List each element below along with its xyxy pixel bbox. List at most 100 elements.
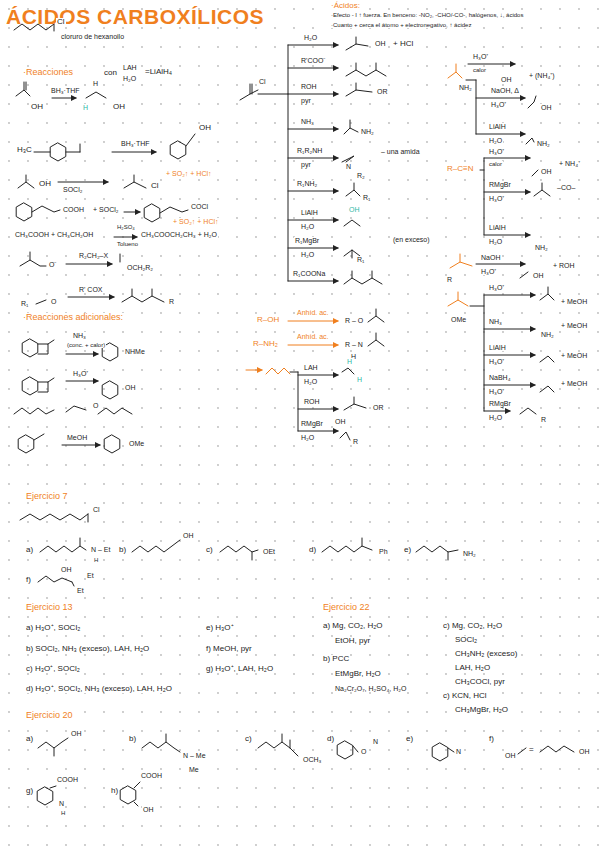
note-text: Cl (56, 18, 66, 26)
section-heading: Anhíd. ac. (296, 309, 330, 316)
note-text: OH (348, 206, 361, 213)
note-text: OH (532, 272, 545, 279)
note-text: O (92, 402, 99, 409)
note-text: H₃O⁺ (488, 195, 505, 202)
section-heading: ·Reacciones (22, 68, 74, 77)
note-text: OH (182, 532, 195, 539)
note-text: d) (308, 546, 317, 554)
note-text: H₂O (122, 75, 137, 82)
note-text: EtOH, pyr (334, 637, 371, 645)
note-text: O (50, 298, 57, 305)
note-text: R – N (344, 341, 364, 348)
note-text: + MeOH (560, 380, 588, 387)
note-text: OH (504, 752, 517, 759)
section-heading: Ejercicio 7 (25, 492, 69, 501)
note-text: OH (142, 806, 155, 813)
note-text: e) H₃O⁺ (205, 624, 235, 632)
note-text: g) H₃O⁺, LAH, H₂O (205, 665, 274, 673)
note-text: LAH (303, 364, 319, 371)
section-heading: Ejercicio 22 (322, 603, 371, 612)
note-text: f) (25, 576, 32, 584)
note-text: R₂CH₂–X (78, 252, 109, 259)
note-text: d) H₃O⁺, SOCl₂, NH₃ (exceso), LAH, H₂O (25, 685, 173, 693)
note-text: R (352, 438, 359, 445)
note-text: COOH (56, 776, 79, 783)
note-text: NH₂ (360, 128, 375, 135)
note-text: BH₃·THF (50, 87, 81, 94)
note-text: H₃O⁺ (72, 370, 89, 377)
note-text: OH (70, 730, 83, 737)
note-text: H₂O (300, 223, 315, 230)
note-text: H₂O (488, 137, 503, 144)
note-text: OEt (262, 548, 276, 555)
note-text: OR (376, 88, 389, 95)
note-text: R₁ (356, 256, 365, 263)
note-text: R₁COONa (292, 270, 326, 277)
section-heading: R–OH (256, 316, 280, 324)
note-text: OH (112, 103, 126, 111)
note-text: H₂O (300, 251, 315, 258)
note-text: NH₃ (488, 318, 503, 325)
note-text: c) KCN, HCl (442, 692, 488, 700)
note-text: H₂O (488, 238, 503, 245)
note-text: calor (472, 67, 487, 73)
note-text: NaBH₄ (488, 374, 512, 381)
note-text: H₃O⁺ (490, 101, 507, 108)
note-text: R'COO⁻ (300, 57, 326, 64)
note-text: R₁NH₂ (296, 180, 318, 187)
note-text: LiAlH (488, 224, 507, 231)
note-text: EtMgBr, H₂O (334, 670, 382, 678)
note-text: =LiAlH₄ (144, 68, 173, 76)
note-text: NH₂ (462, 550, 477, 557)
note-text: (conc. + calor) (66, 342, 106, 348)
note-text: MeOH (66, 434, 88, 441)
note-text: OH (374, 40, 387, 47)
note-text: LAH (122, 64, 138, 71)
note-text: H₃O⁺ (480, 268, 497, 275)
note-text: R' COX (78, 286, 104, 293)
note-text: + NH₄⁺ (558, 160, 581, 167)
note-text: b) PCC (322, 655, 350, 663)
note-text: H₃O⁺ (488, 284, 505, 291)
note-text: LiAlH (488, 344, 507, 351)
note-text: a) (25, 546, 34, 554)
note-text: RMgBr (488, 181, 512, 188)
note-text: H₂O (303, 34, 318, 41)
note-text: H₃O⁺ (488, 148, 505, 155)
note-text: c) (244, 735, 253, 743)
note-text: LAH, H₂O (454, 664, 491, 672)
note-text: NHMe (124, 348, 146, 355)
note-text: + MeOH (560, 322, 588, 329)
note-text: OCH₃ (302, 756, 322, 763)
note-text: H₃O⁺ (472, 53, 489, 60)
note-text: g) (25, 787, 34, 795)
note-text: –CO– (556, 184, 576, 191)
note-text: + MeOH (560, 352, 588, 359)
note-text: ·Efecto - I ↑ fuerza. En benceno: -NO₂, … (330, 12, 524, 18)
note-text: c) (205, 546, 214, 554)
note-text: + HCl (392, 40, 414, 48)
note-text: Me (188, 766, 200, 773)
note-text: H (60, 810, 66, 816)
note-text: NH₂ (534, 244, 549, 251)
note-text: cloruro de hexanoilo (60, 33, 125, 40)
note-text: NH₂ (540, 331, 555, 338)
note-text: (en exceso) (392, 236, 431, 243)
note-text: calor (488, 161, 503, 167)
note-text: + SOCl₂ (92, 206, 119, 213)
note-text: OH (334, 418, 347, 425)
section-heading: + SO₂↑ + HCl↑ (165, 170, 213, 177)
note-text: R – O (344, 317, 364, 324)
note-text: SOCl₂ (62, 186, 83, 193)
note-text: R₁ (20, 300, 29, 307)
note-text: NH₃ (300, 118, 315, 125)
note-text: f) MeOH, pyr (205, 645, 253, 653)
note-text: ROH (303, 398, 321, 405)
note-text: CH₃NH₂ (exceso) (454, 650, 518, 658)
note-text: OH (500, 76, 513, 83)
note-text: CH₃MgBr, H₂O (454, 706, 509, 714)
note-text: R (168, 298, 175, 305)
note-text: H₂O (488, 414, 503, 421)
section-heading: ·Ácidos: (330, 2, 361, 10)
